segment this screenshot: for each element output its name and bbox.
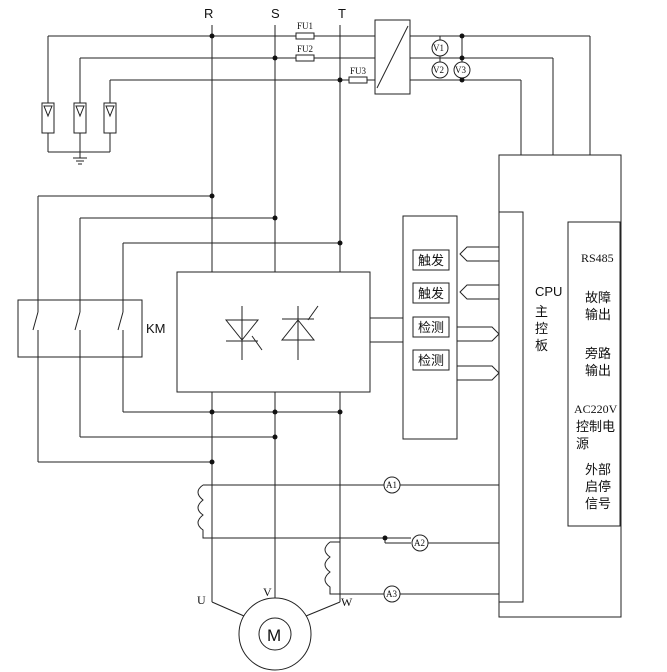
io-fault-line2: 输出 <box>585 307 611 323</box>
indicator-cells <box>41 102 117 153</box>
motor-terminal-w: W <box>341 595 353 609</box>
ground-icon <box>73 152 87 165</box>
io-bypass-line1: 旁路 <box>585 346 611 362</box>
io-ext-line1: 外部 <box>585 463 611 478</box>
io-panel <box>567 221 621 527</box>
fuse-fu3 <box>348 76 368 84</box>
trigger-module-2 <box>412 282 450 304</box>
phase-s-label: S <box>271 6 280 21</box>
motor-label: M <box>267 626 281 645</box>
detect-module-1 <box>412 316 450 338</box>
top-signal-lines <box>47 35 591 155</box>
io-power-line3: 源 <box>576 437 589 452</box>
motor-terminal-v: V <box>263 585 272 599</box>
junction-dots <box>209 33 465 541</box>
phase-t-label: T <box>338 6 346 21</box>
fuse-fu3-label: FU3 <box>350 66 367 76</box>
cpu-label: CPU <box>535 284 562 299</box>
io-ext-line3: 信号 <box>585 497 611 512</box>
trigger-module-1 <box>412 249 450 271</box>
fuse-fu2-label: FU2 <box>297 44 313 54</box>
cpu-label-main: 主 <box>535 305 548 320</box>
detect-module-2 <box>412 349 450 371</box>
ammeter-a1-label: A1 <box>386 480 397 490</box>
phase-r-label: R <box>204 6 213 21</box>
trigger-module-1-label: 触发 <box>418 253 444 269</box>
detect-module-2-label: 检测 <box>418 354 444 369</box>
ammeter-a2 <box>411 534 429 552</box>
fuse-fu1-label: FU1 <box>297 21 313 31</box>
cpu-label-control: 控 <box>535 322 548 337</box>
cpu-label-board: 板 <box>535 339 548 354</box>
detect-module-1-label: 检测 <box>418 321 444 336</box>
current-sense-wiring <box>197 484 499 595</box>
main-bus-lines <box>211 25 341 602</box>
voltmeter-v3-label: V3 <box>455 65 466 75</box>
io-bypass-line2: 输出 <box>585 363 611 379</box>
ammeter-a1 <box>383 476 401 494</box>
cpu-input-bar <box>498 211 524 603</box>
voltmeter-v1-label: V1 <box>433 43 444 53</box>
transformer-icon <box>374 19 411 95</box>
io-rs485-label: RS485 <box>581 251 614 265</box>
ammeter-a2-label: A2 <box>414 538 425 548</box>
contactor-km-label: KM <box>146 321 166 336</box>
contactor-km <box>17 299 143 358</box>
ammeter-a3-label: A3 <box>386 589 397 599</box>
signal-arrows <box>457 246 500 381</box>
voltmeter-v2-label: V2 <box>433 65 444 75</box>
thyristor-interface-lines <box>370 317 403 343</box>
io-power-line2: 控制电 <box>576 420 615 435</box>
motor-terminal-u: U <box>197 593 206 607</box>
thyristor-module <box>176 271 371 393</box>
trigger-module-2-label: 触发 <box>418 286 444 302</box>
io-ext-line2: 启停 <box>585 479 611 495</box>
voltmeter-v1 <box>431 39 449 57</box>
fuse-fu2 <box>295 54 315 62</box>
io-power-line1: AC220V <box>574 402 618 416</box>
voltmeter-v2 <box>431 61 449 79</box>
ammeter-a3 <box>383 585 401 603</box>
io-fault-line1: 故障 <box>585 291 611 306</box>
fuse-fu1 <box>295 32 315 40</box>
motor-icon <box>258 617 292 651</box>
